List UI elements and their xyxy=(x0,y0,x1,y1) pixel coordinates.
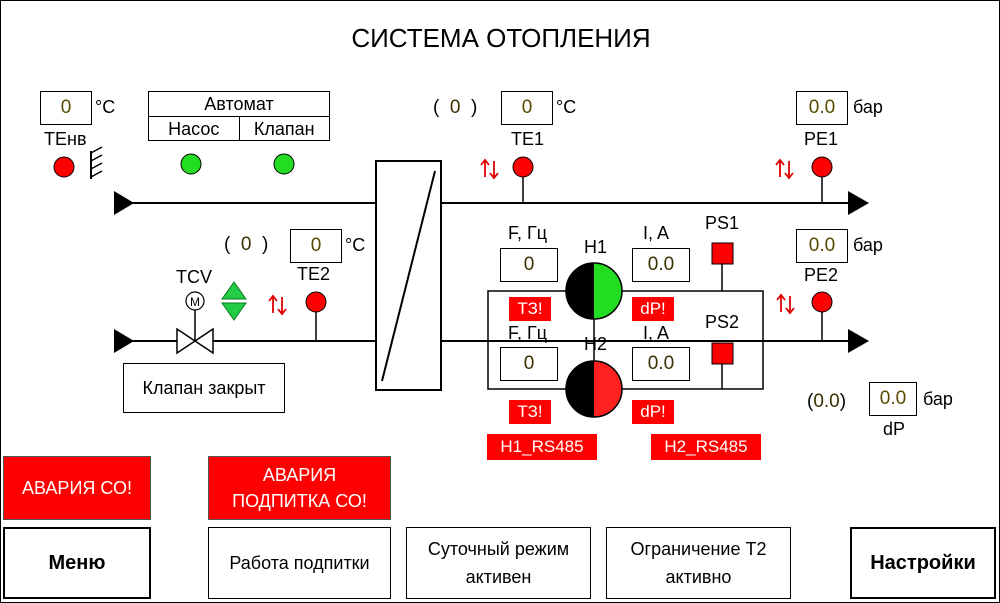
tcv-valve-icon xyxy=(176,291,214,355)
te1-sensor-icon xyxy=(512,156,534,178)
pe2-unit: бар xyxy=(853,235,883,255)
pe2-label: PE2 xyxy=(804,265,839,285)
ps2-switch-icon xyxy=(711,342,734,365)
h1-current-value: 0.0 xyxy=(632,248,690,282)
te1-value: 0 xyxy=(501,91,553,125)
h2-freq-label: F, Гц xyxy=(508,323,548,343)
pe2-value: 0.0 xyxy=(796,229,848,263)
te1-setpoint: ( 0 ) xyxy=(433,97,478,118)
co-alarm-banner: АВАРИЯ СО! xyxy=(3,456,151,520)
return-outlet-arrow xyxy=(848,329,869,353)
pump-group-frame xyxy=(487,290,764,390)
auto-mode-title: Автомат xyxy=(149,92,329,117)
te2-label: TE2 xyxy=(297,264,331,284)
outdoor-temp-unit: °C xyxy=(95,97,116,117)
pe1-sensor-icon xyxy=(811,156,833,178)
h2-rs485-alarm: H2_RS485 xyxy=(651,434,761,460)
makeup-alarm-banner: АВАРИЯ ПОДПИТКА СО! xyxy=(208,456,391,520)
te2-unit: °C xyxy=(345,235,366,255)
page-title: СИСТЕМА ОТОПЛЕНИЯ xyxy=(351,23,651,53)
supply-inlet-arrow xyxy=(114,191,134,215)
h1-label: H1 xyxy=(584,237,608,257)
t2-limit-button[interactable]: Ограничение Т2 активно xyxy=(606,527,791,599)
h1-tz-alarm: ТЗ! xyxy=(509,297,551,321)
h2-freq-value: 0 xyxy=(500,347,558,381)
ps1-switch-icon xyxy=(711,242,734,265)
te2-value: 0 xyxy=(290,229,342,263)
pump-h2-icon[interactable] xyxy=(565,360,623,418)
auto-mode-panel: Автомат Насос Клапан xyxy=(148,91,330,141)
makeup-status-button[interactable]: Работа подпитки xyxy=(208,527,391,599)
return-inlet-arrow xyxy=(114,329,134,353)
te1-comm-arrows-icon xyxy=(480,158,499,180)
pe1-label: PE1 xyxy=(804,129,839,149)
outdoor-temp-label: ТЕнв xyxy=(44,129,87,149)
valve-status-box: Клапан закрыт xyxy=(123,363,285,413)
h1-rs485-alarm: H1_RS485 xyxy=(487,434,597,460)
h2-dp-alarm: dP! xyxy=(632,400,674,424)
outdoor-temp-sensor-icon xyxy=(53,156,75,178)
auto-valve-label: Клапан xyxy=(238,117,330,141)
ps1-label: PS1 xyxy=(705,213,740,233)
tcv-up-down-icon[interactable] xyxy=(221,281,247,321)
pump-auto-indicator xyxy=(180,153,202,175)
daily-mode-button[interactable]: Суточный режим активен xyxy=(406,527,591,599)
te2-comm-arrows-icon xyxy=(268,294,287,316)
menu-button[interactable]: Меню xyxy=(3,527,151,599)
h2-current-label: I, A xyxy=(643,323,670,343)
auto-pump-label: Насос xyxy=(168,119,220,139)
dp-unit: бар xyxy=(923,389,953,409)
valve-auto-indicator xyxy=(273,153,295,175)
h1-freq-value: 0 xyxy=(500,248,558,282)
dp-value: 0.0 xyxy=(869,382,917,416)
outdoor-temp-value: 0 xyxy=(40,91,92,125)
h2-current-value: 0.0 xyxy=(632,347,690,381)
pump-h1-icon[interactable] xyxy=(565,262,623,320)
te1-unit: °C xyxy=(556,97,577,117)
pe2-sensor-icon xyxy=(811,291,833,313)
h1-freq-label: F, Гц xyxy=(508,223,548,243)
te2-setpoint: ( 0 ) xyxy=(224,234,269,255)
supply-outlet-arrow xyxy=(848,191,869,215)
ps2-label: PS2 xyxy=(705,312,740,332)
pe1-comm-arrows-icon xyxy=(775,158,794,180)
dp-setpoint: (0.0) xyxy=(807,391,847,412)
te2-sensor-icon xyxy=(305,291,327,313)
dp-label: dP xyxy=(883,419,906,439)
h1-current-label: I, A xyxy=(643,223,670,243)
pe1-value: 0.0 xyxy=(796,91,848,125)
pe1-unit: бар xyxy=(853,97,883,117)
pe2-comm-arrows-icon xyxy=(776,293,795,315)
te1-label: TE1 xyxy=(511,129,545,149)
settings-button[interactable]: Настройки xyxy=(850,527,996,599)
h2-tz-alarm: ТЗ! xyxy=(509,400,551,424)
h2-label: H2 xyxy=(584,334,608,354)
tcv-label: TCV xyxy=(176,267,212,287)
tcv-motor-symbol: M xyxy=(190,295,200,309)
h1-dp-alarm: dP! xyxy=(632,297,674,321)
